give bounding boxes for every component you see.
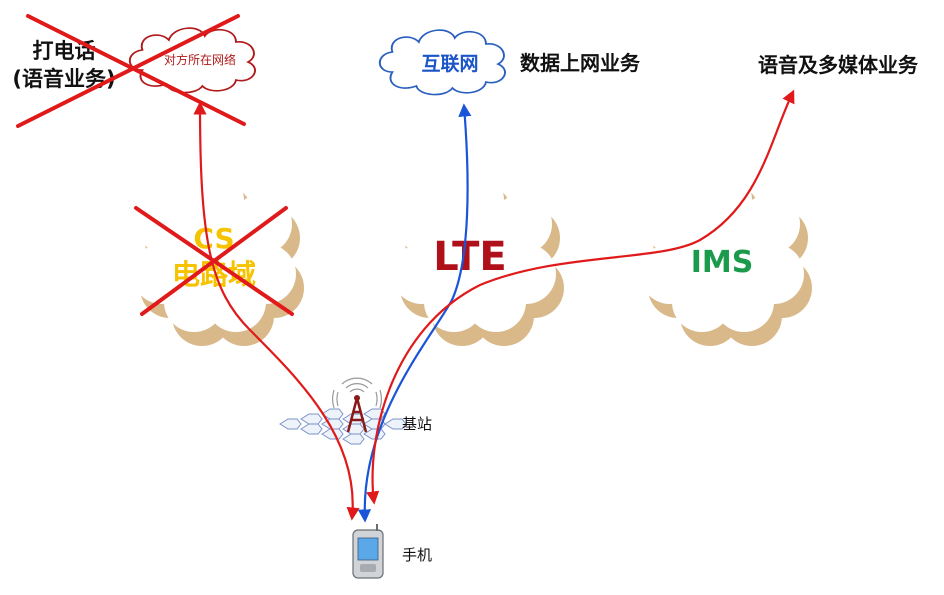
hex-grid-icon <box>279 408 407 445</box>
voice-call-label-line2: (语音业务) <box>12 67 115 91</box>
remote-network-cloud: 对方所在网络 <box>128 27 256 94</box>
lte-label: LTE <box>433 234 506 280</box>
internet-cloud: 互联网 <box>378 29 506 96</box>
voice-multimedia-label: 语音及多媒体业务 <box>758 53 919 77</box>
base-station-label: 基站 <box>402 415 432 433</box>
phone-label: 手机 <box>402 546 432 564</box>
ims-voice-path-arrow <box>366 89 795 505</box>
mobile-phone-icon <box>352 524 384 579</box>
voice-call-label-line1: 打电话 <box>33 39 96 63</box>
cs-domain-disabled-cross <box>134 206 294 316</box>
internet-label: 互联网 <box>421 53 478 75</box>
remote-network-label: 对方所在网络 <box>164 52 236 67</box>
ims-label: IMS <box>691 245 754 280</box>
ims-cloud: IMS <box>640 170 812 346</box>
cs-voice-path-arrow <box>193 101 360 521</box>
phone: 手机 <box>352 524 432 579</box>
data-service-label: 数据上网业务 <box>520 51 641 75</box>
lte-cloud: LTE <box>392 170 564 346</box>
